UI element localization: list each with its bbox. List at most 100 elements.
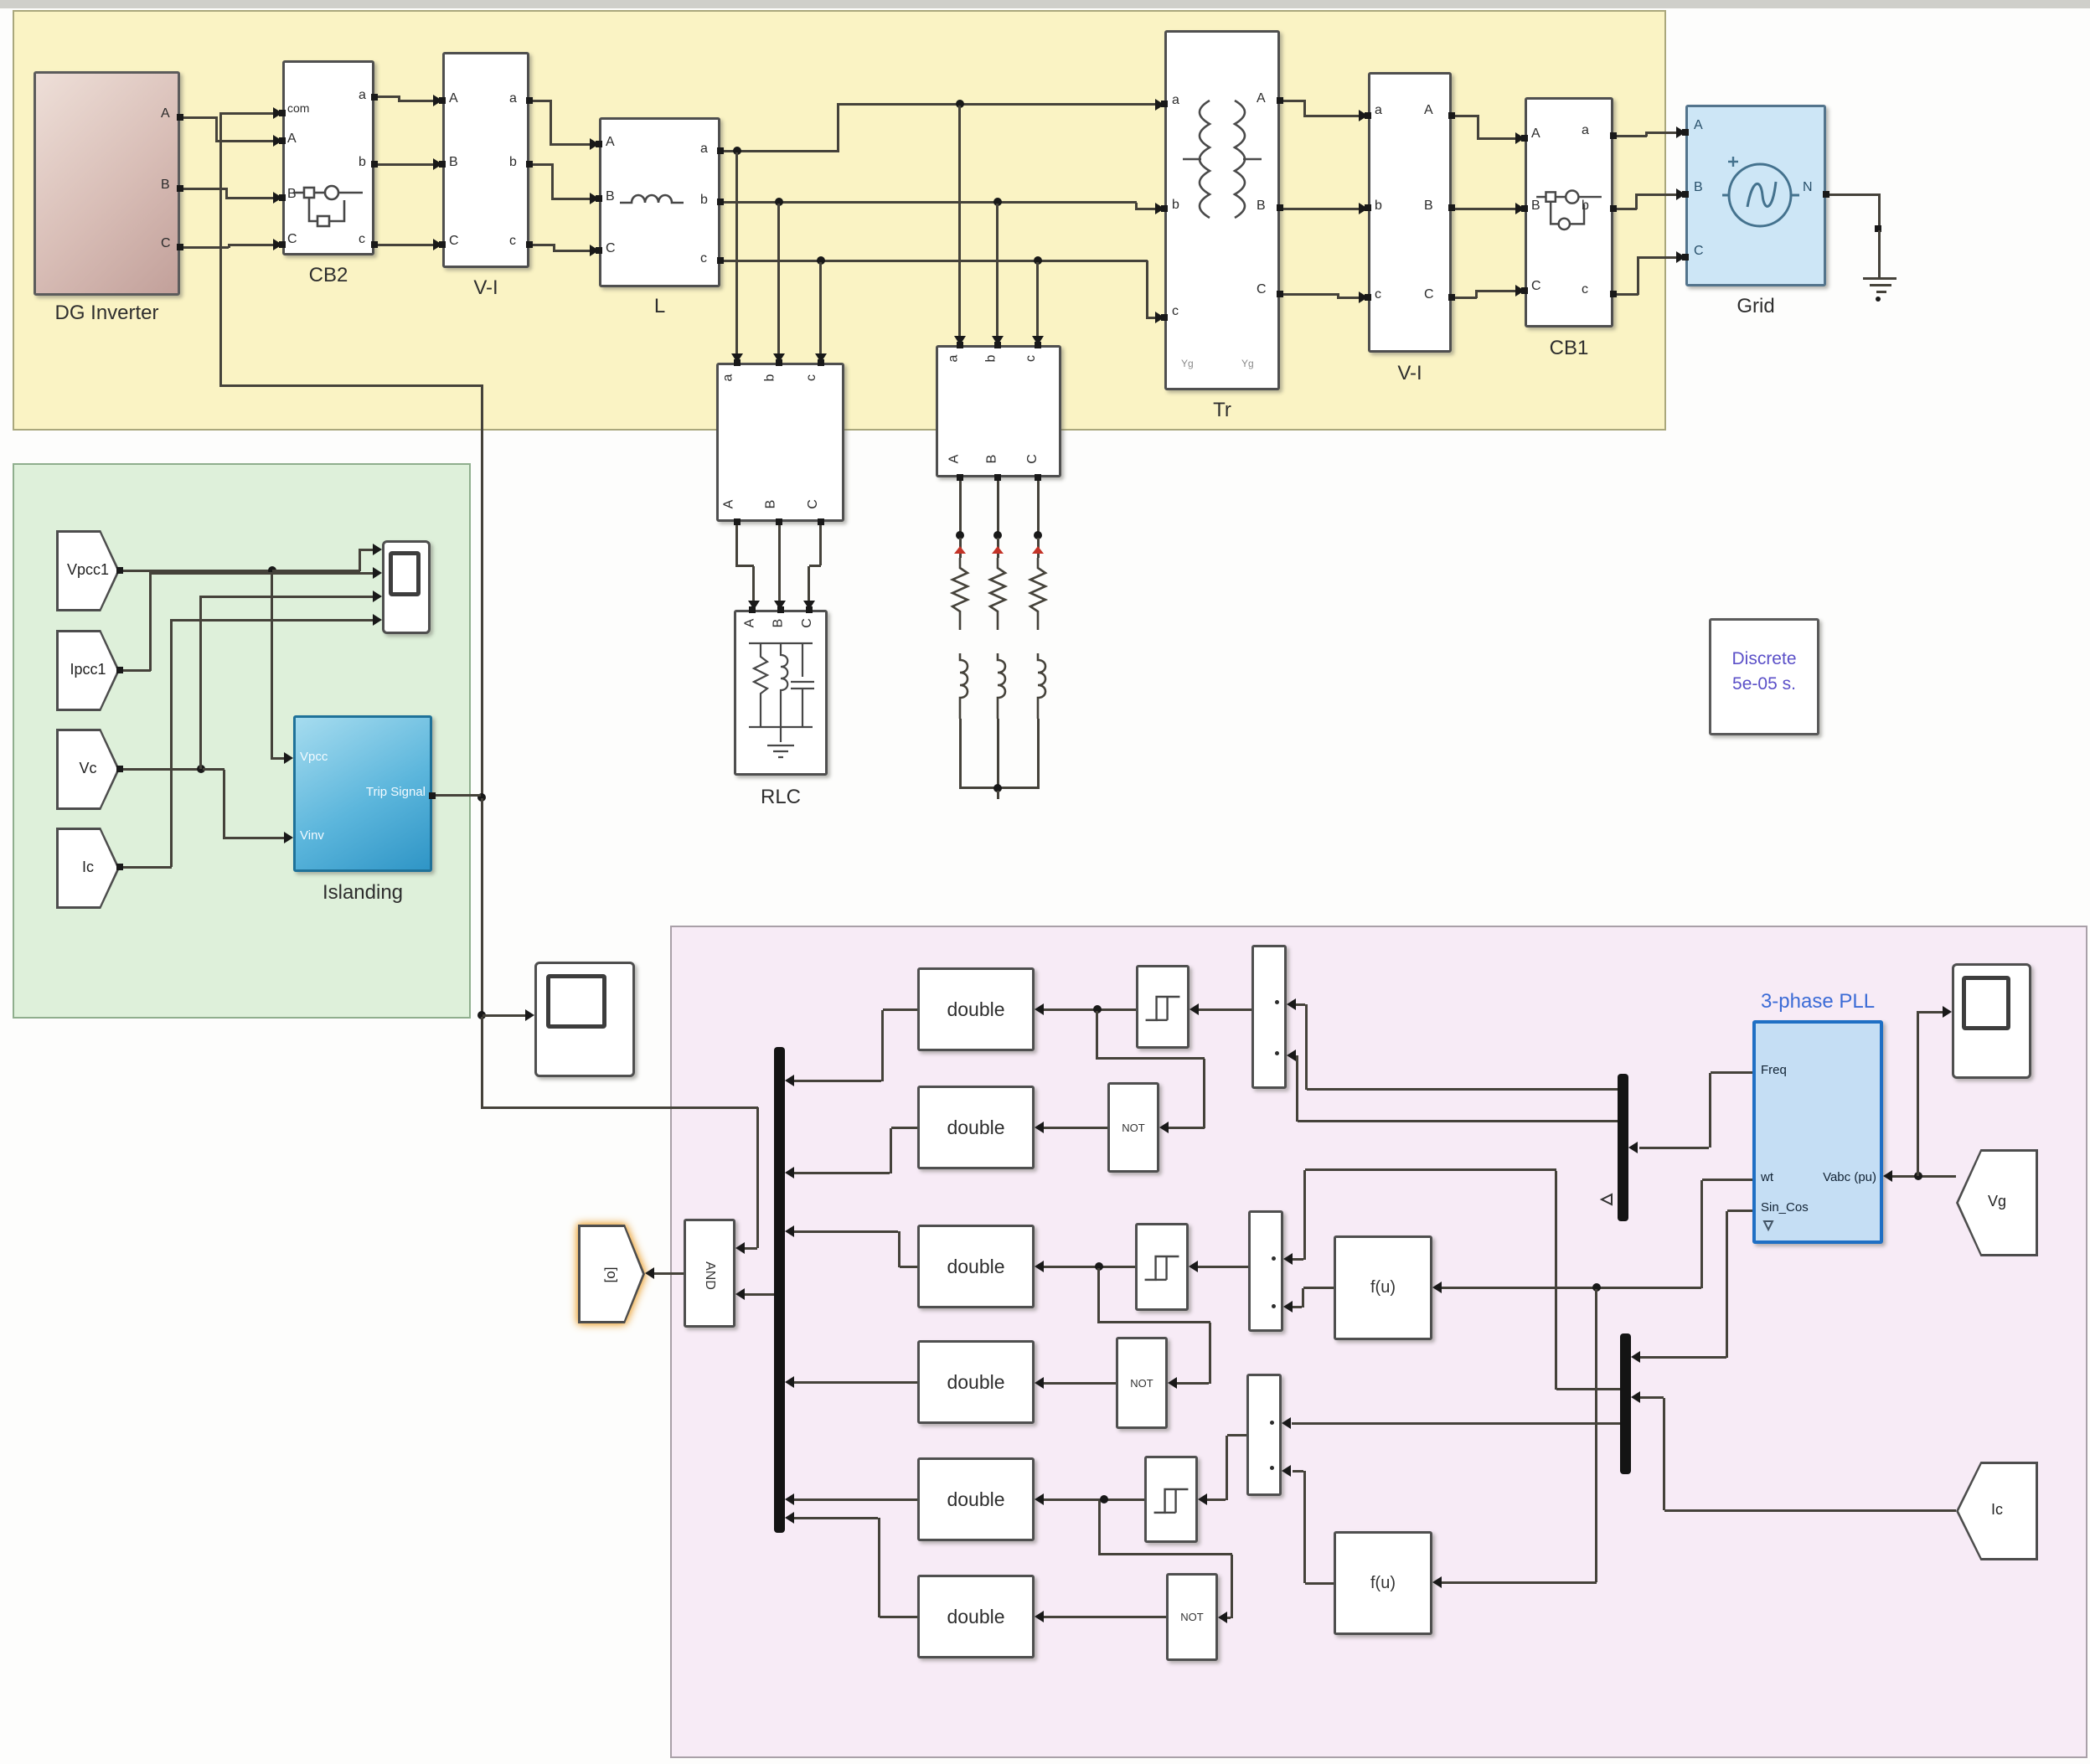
arrowhead <box>645 1267 654 1279</box>
divide-block-1[interactable] <box>1251 945 1287 1089</box>
from-tag-ic2[interactable]: Ic <box>1956 1462 2038 1560</box>
scope2[interactable] <box>534 962 635 1077</box>
relay-block-3[interactable] <box>1144 1456 1198 1543</box>
demux-bar-1[interactable] <box>1618 1074 1628 1221</box>
fault-marker <box>1032 546 1044 554</box>
junction-dot <box>993 784 1002 792</box>
divide-block-2[interactable] <box>1248 1210 1283 1332</box>
wire-segment <box>1305 1004 1308 1090</box>
islanding-subsystem-block[interactable] <box>293 715 432 872</box>
scope-display-icon <box>546 973 606 1029</box>
grid-source-block[interactable] <box>1685 105 1826 286</box>
coil-icon <box>1036 653 1047 719</box>
arrowhead <box>1189 1003 1199 1015</box>
meas1-port-B: B <box>763 499 778 509</box>
three-phase-pll-block[interactable] <box>1752 1020 1883 1244</box>
arrowhead <box>785 1225 794 1237</box>
from-tag-ic[interactable]: Ic <box>56 828 120 909</box>
vi2-measurement-block[interactable] <box>1368 72 1452 353</box>
meas2-block[interactable] <box>936 345 1061 477</box>
wire-segment <box>529 163 553 166</box>
cb2-port-c: c <box>359 232 365 246</box>
wire-segment <box>481 798 483 1017</box>
powergui-block[interactable]: Discrete 5e-05 s. <box>1709 618 1819 735</box>
scope3[interactable] <box>1952 963 2031 1079</box>
wire-segment <box>1726 1211 1728 1358</box>
wire-segment <box>1146 260 1148 318</box>
wire-segment <box>1302 1288 1304 1308</box>
wire-segment <box>550 100 552 144</box>
divide-block-3[interactable] <box>1246 1374 1282 1496</box>
port-marker <box>777 606 784 613</box>
arrowhead <box>273 239 282 250</box>
port-marker <box>1682 129 1689 136</box>
from-tag-vpcc1[interactable]: Vpcc1 <box>56 530 120 611</box>
data-type-conversion-5[interactable]: double <box>917 1457 1035 1541</box>
demux-bar-2[interactable] <box>1620 1333 1631 1474</box>
junction-dot <box>1034 531 1042 539</box>
wire-segment <box>819 522 822 565</box>
wire-segment <box>1700 1180 1703 1288</box>
fcn-block-2[interactable]: f(u) <box>1334 1531 1432 1635</box>
relay-hysteresis-icon <box>1153 1488 1189 1514</box>
ipcc1-tag-label: Ipcc1 <box>70 661 106 678</box>
data-type-conversion-6[interactable]: double <box>917 1575 1035 1658</box>
wire-segment <box>959 719 962 787</box>
powergui-line2: 5e-05 s. <box>1732 674 1796 694</box>
coil-icon <box>958 653 969 719</box>
arrowhead <box>284 832 293 843</box>
meas1-block[interactable] <box>716 363 844 522</box>
inductor-block[interactable] <box>599 117 720 287</box>
mux-bar[interactable] <box>774 1047 785 1533</box>
tr-label: Tr <box>1213 399 1231 421</box>
data-type-conversion-4[interactable]: double <box>917 1340 1035 1424</box>
scope1[interactable] <box>382 540 431 634</box>
arrowhead <box>273 135 282 147</box>
data-type-conversion-2[interactable]: double <box>917 1086 1035 1169</box>
wire-segment <box>1826 193 1880 196</box>
arrowhead <box>1676 188 1685 200</box>
fcn2-label: f(u) <box>1370 1574 1396 1592</box>
grid-label: Grid <box>1737 295 1775 317</box>
pll-port-wt: wt <box>1761 1170 1773 1184</box>
wire-segment <box>735 522 738 565</box>
vi1-measurement-block[interactable] <box>442 52 529 268</box>
arrowhead <box>773 353 785 363</box>
and-gate-block[interactable]: AND <box>684 1219 735 1328</box>
arrowhead <box>1432 1576 1442 1588</box>
arrowhead <box>1282 1417 1291 1429</box>
wire-segment <box>120 866 172 869</box>
relay-block-1[interactable] <box>1136 965 1189 1049</box>
port-marker <box>596 141 602 147</box>
port-marker <box>1521 287 1528 294</box>
port-marker <box>1161 205 1168 212</box>
not-gate-2[interactable]: NOT <box>1116 1337 1168 1429</box>
wire-segment <box>1637 256 1685 259</box>
from-tag-ipcc1[interactable]: Ipcc1 <box>56 630 120 711</box>
vg-tag-label: Vg <box>1987 1193 2007 1210</box>
relay-block-2[interactable] <box>1135 1223 1189 1311</box>
wire-segment <box>1292 1422 1620 1425</box>
port-marker <box>734 518 741 525</box>
wire-segment <box>1177 1382 1209 1385</box>
wire-segment <box>1475 290 1525 292</box>
wire-segment <box>1639 1356 1726 1359</box>
fault-marker <box>992 546 1004 554</box>
not-gate-3[interactable]: NOT <box>1166 1573 1218 1661</box>
cb1-breaker-block[interactable] <box>1525 97 1613 328</box>
from-tag-vg[interactable]: Vg <box>1956 1149 2038 1256</box>
wire-segment <box>199 597 202 769</box>
data-type-conversion-1[interactable]: double <box>917 967 1035 1051</box>
junction-dot <box>775 198 783 206</box>
port-marker <box>776 518 782 525</box>
dg-inverter-block[interactable] <box>34 71 180 296</box>
fcn-block-1[interactable]: f(u) <box>1334 1235 1432 1340</box>
meas2-port-a: a <box>946 354 961 363</box>
arrowhead <box>1283 1253 1293 1265</box>
data-type-conversion-3[interactable]: double <box>917 1225 1035 1308</box>
breaker-contact-icon <box>294 184 363 228</box>
from-tag-vc[interactable]: Vc <box>56 729 120 810</box>
not-gate-1[interactable]: NOT <box>1107 1082 1159 1173</box>
goto-tag-o[interactable]: [o] <box>578 1225 645 1323</box>
vpcc1-tag-label: Vpcc1 <box>66 561 110 578</box>
